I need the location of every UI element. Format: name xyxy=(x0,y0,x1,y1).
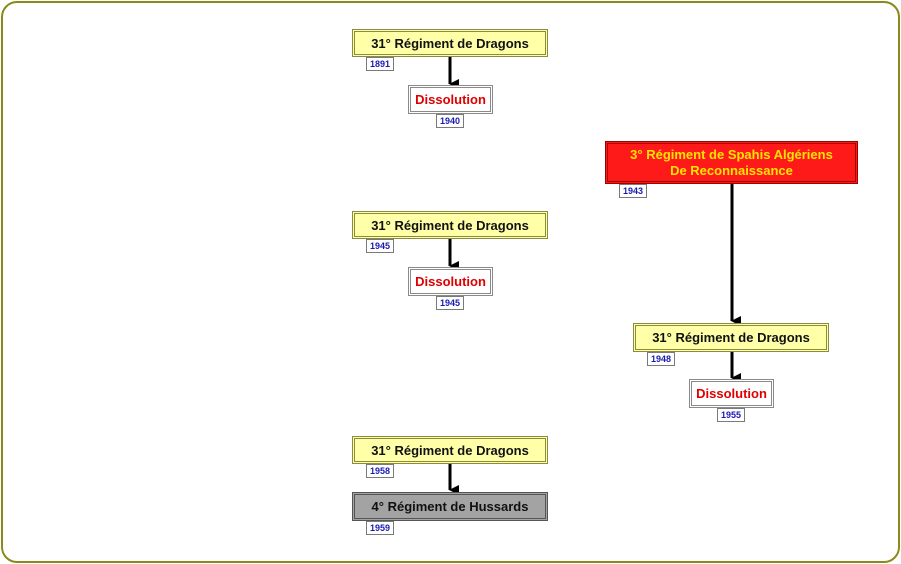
year-label-1945-b: 1945 xyxy=(436,296,464,310)
year-label-1948: 1948 xyxy=(647,352,675,366)
node-31-dragons-1891: 31° Régiment de Dragons xyxy=(352,29,548,57)
year-label-1945-a: 1945 xyxy=(366,239,394,253)
year-label-1891: 1891 xyxy=(366,57,394,71)
node-31-dragons-1945: 31° Régiment de Dragons xyxy=(352,211,548,239)
year-label-1943: 1943 xyxy=(619,184,647,198)
node-3-spahis-reconnaissance-1943: 3° Régiment de Spahis Algériens De Recon… xyxy=(605,141,858,184)
node-dissolution-1940: Dissolution xyxy=(408,85,493,114)
node-31-dragons-1958: 31° Régiment de Dragons xyxy=(352,436,548,464)
year-label-1959: 1959 xyxy=(366,521,394,535)
node-4-hussards-1959: 4° Régiment de Hussards xyxy=(352,492,548,521)
node-dissolution-1955: Dissolution xyxy=(689,379,774,408)
year-label-1958: 1958 xyxy=(366,464,394,478)
year-label-1955: 1955 xyxy=(717,408,745,422)
node-dissolution-1945: Dissolution xyxy=(408,267,493,296)
year-label-1940: 1940 xyxy=(436,114,464,128)
node-31-dragons-1948: 31° Régiment de Dragons xyxy=(633,323,829,352)
